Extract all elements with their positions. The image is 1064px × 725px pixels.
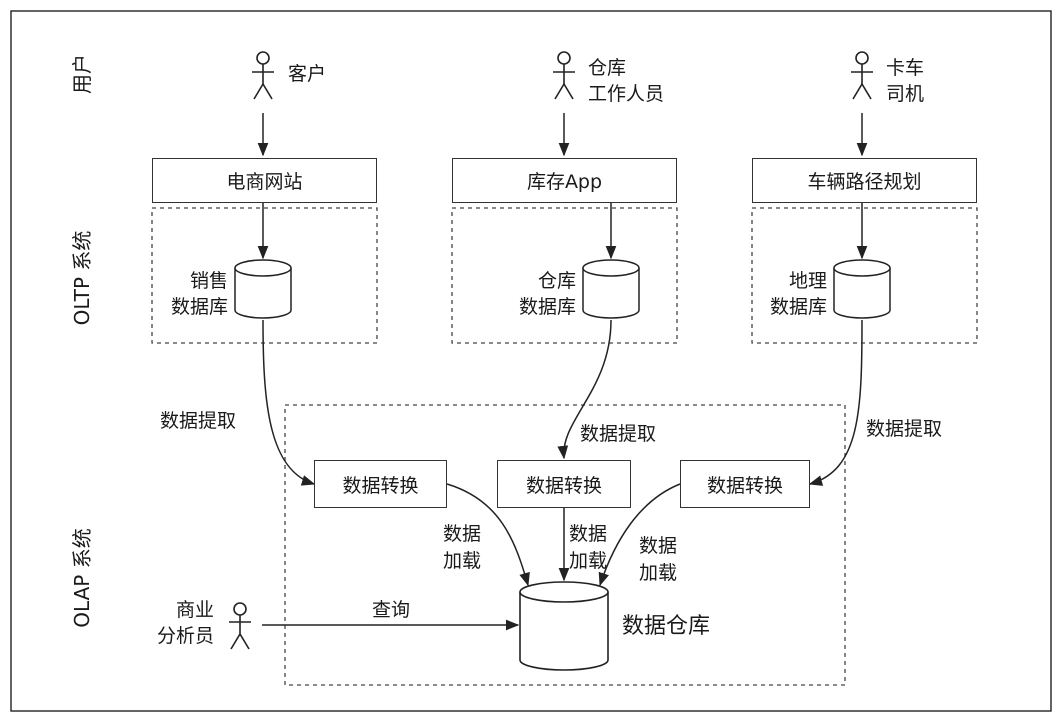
actor-label-truck-driver-line1: 卡车 (886, 57, 925, 79)
query-label: 查询 (371, 599, 410, 621)
extract-label-middle: 数据提取 (580, 423, 657, 445)
oltp-container-warehouse (451, 207, 678, 344)
load-label-left-line1: 数据 (442, 523, 481, 545)
db-label-warehouse-line2: 数据库 (518, 296, 576, 318)
app-box-routing: 车辆路径规划 (752, 158, 977, 203)
transform-box-right: 数据转换 (680, 460, 810, 508)
app-box-inventory: 库存App (452, 158, 677, 203)
load-label-middle-line2: 加载 (568, 550, 607, 572)
db-label-geo-line1: 地理 (788, 270, 827, 292)
extract-label-right: 数据提取 (866, 418, 943, 440)
actor-label-warehouse-staff-line2: 工作人员 (588, 83, 665, 105)
extract-label-left: 数据提取 (160, 410, 237, 432)
data-warehouse-cylinder (519, 581, 609, 671)
layer-label-users: 用户 (70, 54, 94, 94)
olap-container (284, 404, 846, 686)
load-label-middle-line1: 数据 (568, 523, 607, 545)
actor-label-analyst-line1: 商业 (175, 599, 214, 621)
outer-frame (10, 10, 1052, 712)
geo-database-cylinder (833, 259, 891, 319)
db-label-geo-line2: 数据库 (769, 296, 827, 318)
actor-label-customer: 客户 (288, 63, 327, 85)
actor-label-truck-driver-line2: 司机 (886, 83, 925, 105)
oltp-container-geo (751, 207, 978, 344)
db-label-sales-line1: 销售 (189, 270, 228, 292)
load-label-left-line2: 加载 (442, 550, 481, 572)
sales-database-cylinder (234, 259, 292, 319)
load-label-right-line2: 加载 (638, 562, 677, 584)
warehouse-staff-person-icon (553, 51, 575, 100)
app-box-ecommerce: 电商网站 (152, 158, 377, 203)
transform-box-left: 数据转换 (314, 460, 447, 508)
warehouse-database-cylinder (582, 259, 640, 319)
db-label-warehouse-line1: 仓库 (537, 270, 576, 292)
business-analyst-person-icon (229, 602, 251, 650)
actor-label-warehouse-staff-line1: 仓库 (588, 57, 627, 79)
data-warehouse-label: 数据仓库 (622, 614, 711, 639)
db-label-sales-line2: 数据库 (170, 296, 228, 318)
customer-person-icon (252, 51, 274, 100)
truck-driver-person-icon (851, 51, 873, 100)
load-label-right-line1: 数据 (638, 535, 677, 557)
actor-label-analyst-line2: 分析员 (156, 625, 214, 647)
layer-label-olap: OLAP 系统 (70, 528, 94, 628)
oltp-container-sales (151, 207, 378, 344)
transform-box-middle: 数据转换 (497, 460, 631, 508)
layer-label-oltp: OLTP 系统 (70, 230, 94, 326)
